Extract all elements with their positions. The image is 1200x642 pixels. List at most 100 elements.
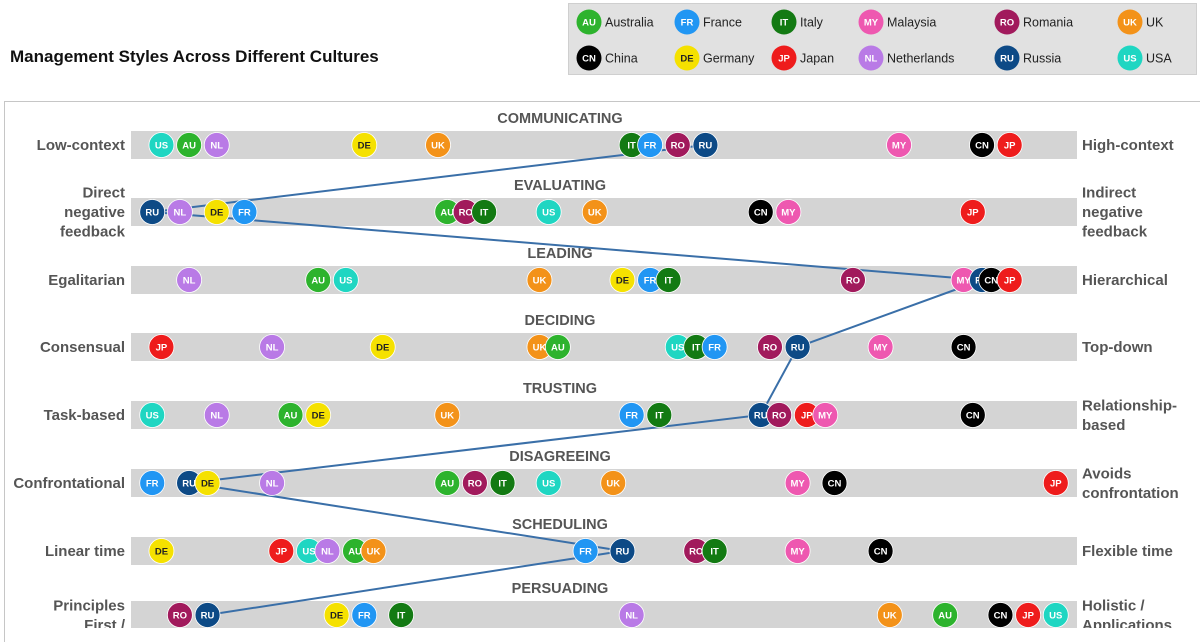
marker-fr-disagreeing: FR <box>139 470 166 496</box>
marker-dot <box>305 402 332 428</box>
marker-label: MY <box>956 276 971 287</box>
legend-item-uk: UK UK <box>1117 9 1164 35</box>
legend-marker <box>576 45 602 71</box>
marker-dot <box>351 132 378 158</box>
marker-ro-persuading: RO <box>166 602 193 628</box>
marker-label: US <box>155 141 168 152</box>
legend-marker <box>994 45 1020 71</box>
marker-label: UK <box>883 611 897 622</box>
legend-label: Italy <box>800 16 824 30</box>
marker-nl-trusting: NL <box>203 402 230 428</box>
marker-label: JP <box>156 343 168 354</box>
marker-dot <box>609 267 636 293</box>
scale-title: PERSUADING <box>512 581 609 597</box>
marker-uk-persuading: UK <box>876 602 903 628</box>
marker-label: DE <box>210 208 223 219</box>
legend-code: MY <box>864 18 879 29</box>
legend-code: UK <box>1123 18 1137 29</box>
marker-label: DE <box>358 141 371 152</box>
marker-dot <box>664 132 691 158</box>
marker-label: CN <box>957 343 971 354</box>
marker-my-deciding: MY <box>867 334 894 360</box>
marker-it-scheduling: IT <box>701 538 728 564</box>
marker-dot <box>277 402 304 428</box>
legend-label: Australia <box>605 16 654 30</box>
marker-uk-disagreeing: UK <box>600 470 627 496</box>
marker-dot <box>600 470 627 496</box>
marker-de-deciding: DE <box>369 334 396 360</box>
marker-cn-trusting: CN <box>959 402 986 428</box>
marker-de-evaluating: DE <box>203 199 230 225</box>
marker-dot <box>886 132 912 158</box>
marker-au-persuading: AU <box>932 602 959 628</box>
marker-label: RO <box>689 547 703 558</box>
marker-dot <box>434 402 461 428</box>
marker-nl-deciding: NL <box>259 334 285 360</box>
scale-title: LEADING <box>527 246 592 262</box>
marker-ro-communicating: RO <box>664 132 691 158</box>
marker-label: FR <box>708 343 721 354</box>
marker-dot <box>259 334 285 360</box>
legend-code: US <box>1123 54 1136 65</box>
scale-title: DECIDING <box>525 313 596 329</box>
marker-label: RO <box>846 276 860 287</box>
legend-item-it: IT Italy <box>771 9 824 35</box>
marker-label: US <box>542 479 555 490</box>
marker-dot <box>867 538 894 564</box>
marker-dot <box>231 199 258 225</box>
marker-label: AU <box>311 276 325 287</box>
marker-fr-scheduling: FR <box>572 538 599 564</box>
marker-dot <box>535 470 562 496</box>
marker-dot <box>867 334 894 360</box>
chart-title: Management Styles Across Different Cultu… <box>10 47 379 66</box>
marker-label: US <box>339 276 352 287</box>
marker-label: CN <box>828 479 842 490</box>
marker-my-trusting: MY <box>812 402 839 428</box>
marker-label: UK <box>533 343 547 354</box>
legend-code: IT <box>780 18 789 29</box>
legend-label: UK <box>1146 16 1164 30</box>
marker-cn-persuading: CN <box>987 602 1014 628</box>
marker-dot <box>203 402 230 428</box>
scale-title: COMMUNICATING <box>497 111 622 127</box>
marker-dot <box>701 538 728 564</box>
marker-my-disagreeing: MY <box>784 470 811 496</box>
marker-label: US <box>146 411 159 422</box>
marker-ru-persuading: RU <box>194 602 221 628</box>
marker-jp-deciding: JP <box>148 334 175 360</box>
legend-label: France <box>703 16 742 30</box>
marker-dot <box>609 538 636 564</box>
marker-it-trusting: IT <box>646 402 673 428</box>
marker-label: MY <box>790 547 805 558</box>
legend-marker <box>674 9 700 35</box>
legend-label: Germany <box>703 52 755 66</box>
marker-ro-leading: RO <box>840 267 866 293</box>
scale-right-label: Hierarchical <box>1082 272 1168 289</box>
marker-label: CN <box>984 276 998 287</box>
marker-label: MY <box>781 208 796 219</box>
marker-label: NL <box>625 611 638 622</box>
marker-dot <box>268 538 295 564</box>
marker-label: RO <box>468 479 482 490</box>
marker-us-disagreeing: US <box>535 470 562 496</box>
legend-marker <box>1117 45 1143 71</box>
marker-uk-deciding: UK <box>526 334 553 360</box>
marker-label: JP <box>275 547 287 558</box>
marker-label: RU <box>182 479 196 490</box>
marker-my-scheduling: MY <box>784 538 811 564</box>
marker-label: IT <box>655 411 664 422</box>
marker-dot <box>535 199 562 225</box>
marker-my-communicating: MY <box>886 132 912 158</box>
marker-fr-communicating: FR <box>637 132 663 158</box>
legend-code: DE <box>680 54 693 65</box>
marker-dot <box>775 199 802 225</box>
scale-title: EVALUATING <box>514 178 606 194</box>
marker-label: MY <box>892 141 907 152</box>
